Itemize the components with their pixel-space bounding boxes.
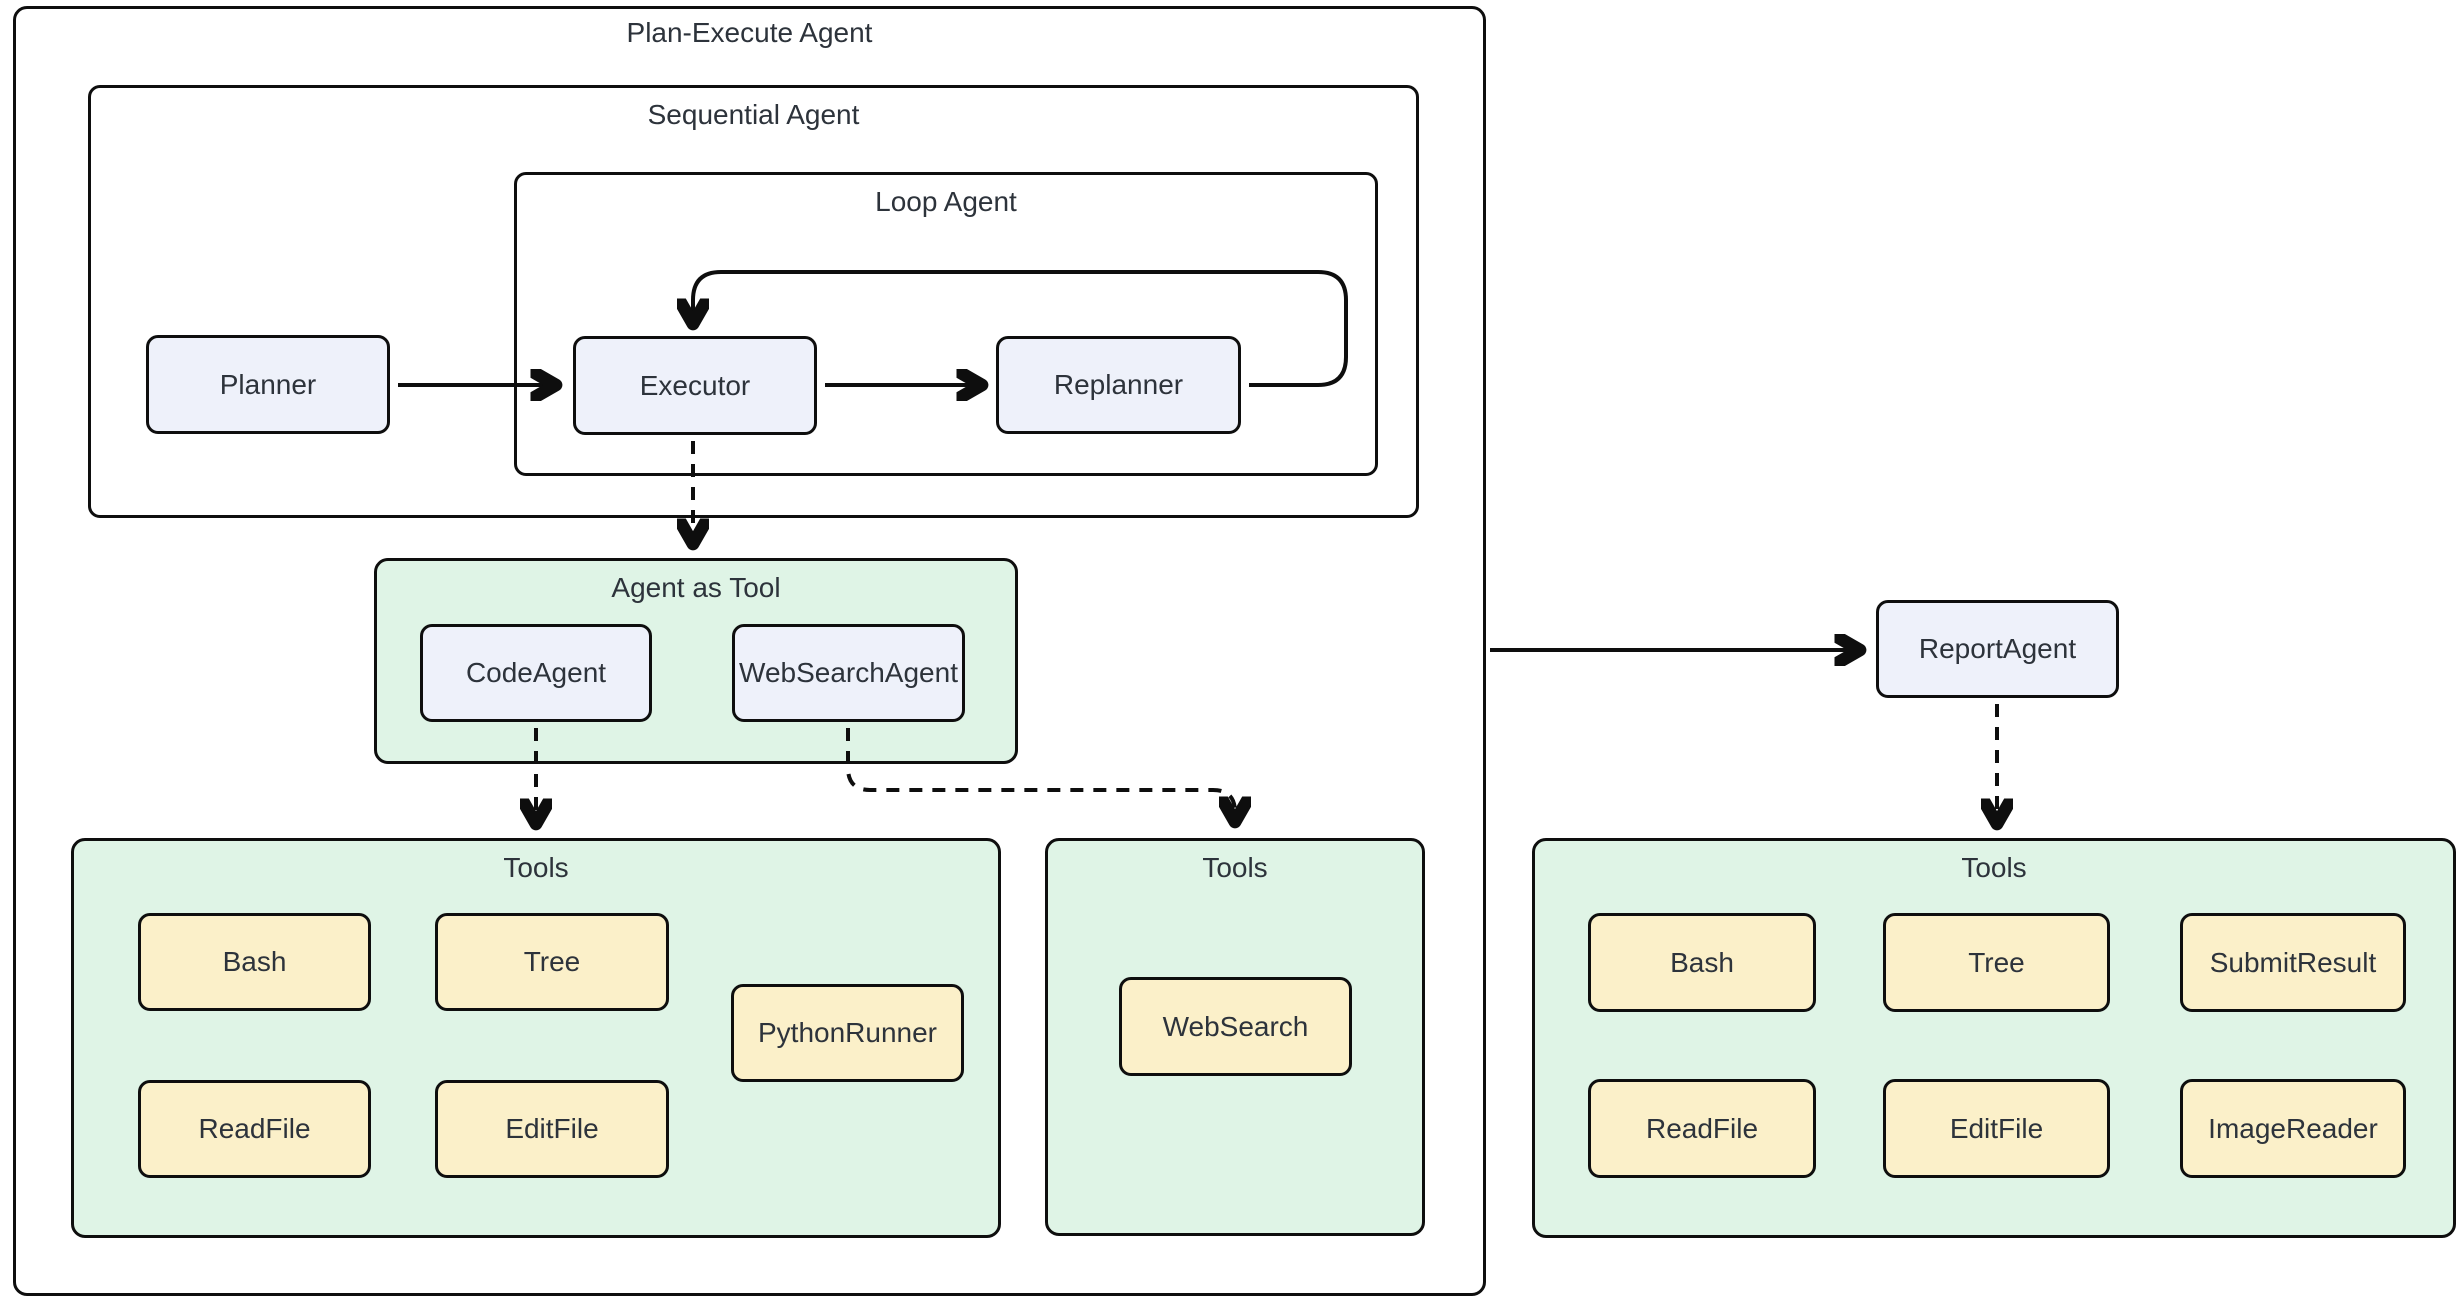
planner-label: Planner <box>219 368 317 400</box>
container-plan-execute-agent: Plan-Execute Agent <box>13 6 1486 1296</box>
tools-right-title: Tools <box>1961 852 2027 883</box>
tool-label: Bash <box>222 946 287 977</box>
tool-edit-file-right: EditFile <box>1883 1079 2110 1178</box>
tool-edit-file-left: EditFile <box>435 1080 669 1178</box>
node-web-search-agent: WebSearchAgent <box>732 624 965 722</box>
executor-label: Executor <box>639 369 751 401</box>
node-executor: Executor <box>573 336 817 435</box>
plan-execute-agent-title: Plan-Execute Agent <box>626 17 873 48</box>
tool-tree-right: Tree <box>1883 913 2110 1012</box>
tool-label: ImageReader <box>2208 1112 2378 1144</box>
tool-submit-result: SubmitResult <box>2180 913 2406 1012</box>
agent-as-tool-title: Agent as Tool <box>611 572 781 603</box>
tool-label: ReadFile <box>198 1113 311 1144</box>
sequential-agent-title: Sequential Agent <box>647 99 860 130</box>
tool-label: Tree <box>523 946 581 977</box>
tool-label: EditFile <box>1949 1112 2044 1144</box>
report-agent-label: ReportAgent <box>1918 633 2077 664</box>
tool-label: Tree <box>1968 946 2025 978</box>
tool-read-file-left: ReadFile <box>138 1080 371 1178</box>
tool-image-reader: ImageReader <box>2180 1079 2406 1178</box>
tool-tree-left: Tree <box>435 913 669 1011</box>
node-replanner: Replanner <box>996 336 1241 434</box>
replanner-label: Replanner <box>1053 369 1184 400</box>
tool-bash-left: Bash <box>138 913 371 1011</box>
tool-label: WebSearch <box>1162 1010 1309 1042</box>
container-tools-right: Tools <box>1532 838 2456 1238</box>
tool-python-runner: PythonRunner <box>731 984 964 1082</box>
tool-label: Bash <box>1670 946 1734 978</box>
tool-label: ReadFile <box>1645 1112 1759 1144</box>
tools-left-title: Tools <box>503 852 569 883</box>
tool-bash-right: Bash <box>1588 913 1816 1012</box>
node-planner: Planner <box>146 335 390 434</box>
tool-label: SubmitResult <box>2209 946 2377 978</box>
tool-web-search: WebSearch <box>1119 977 1352 1076</box>
web-search-agent-label: WebSearchAgent <box>739 657 958 688</box>
node-report-agent: ReportAgent <box>1876 600 2119 698</box>
tool-label: PythonRunner <box>757 1017 937 1048</box>
container-sequential-agent: Sequential Agent <box>88 85 1419 518</box>
node-code-agent: CodeAgent <box>420 624 652 722</box>
tool-label: EditFile <box>505 1113 599 1144</box>
tools-middle-title: Tools <box>1202 852 1268 883</box>
code-agent-label: CodeAgent <box>465 657 607 688</box>
tool-read-file-right: ReadFile <box>1588 1079 1816 1178</box>
loop-agent-title: Loop Agent <box>875 186 1017 217</box>
container-loop-agent: Loop Agent <box>514 172 1378 476</box>
